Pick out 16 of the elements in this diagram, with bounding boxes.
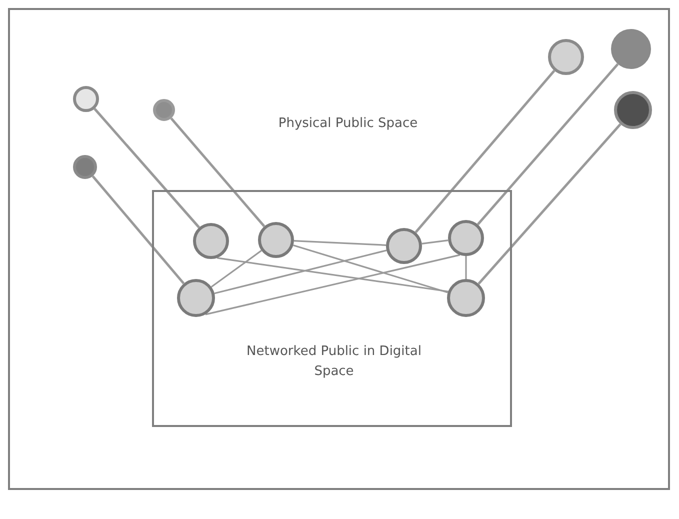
connector-line (414, 70, 556, 234)
connector-line (214, 250, 387, 294)
connector-line (294, 240, 386, 246)
connector-line (292, 244, 448, 294)
connector-line (94, 108, 200, 228)
network-box (152, 190, 512, 427)
connector-line (478, 123, 622, 285)
connector-line (422, 240, 448, 244)
space-frame (8, 8, 670, 490)
connector-line (465, 256, 467, 279)
connector-line (476, 63, 619, 226)
connector-line (210, 250, 262, 288)
connector-line (170, 118, 266, 228)
region-label: Networked Public in Digital Space (246, 343, 422, 381)
region-label: Physical Public Space (277, 115, 419, 133)
connector-line (92, 175, 185, 284)
